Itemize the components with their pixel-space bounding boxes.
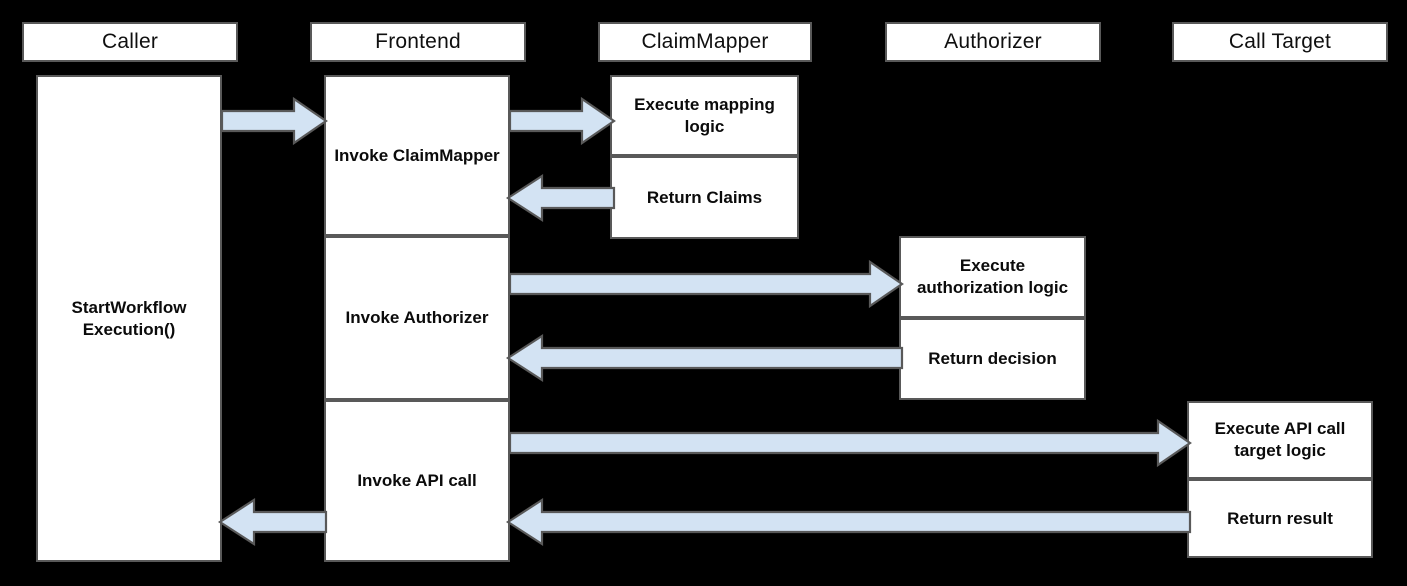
activation-calltarget-return-result[interactable]: Return result [1187, 479, 1373, 558]
activation-calltarget-execute-api-call-target-logic-label: Execute API call target logic [1214, 419, 1346, 460]
lifeline-header-claimmapper-label: ClaimMapper [641, 30, 769, 53]
activation-calltarget-return-result-label: Return result [1227, 508, 1333, 528]
lifeline-header-authorizer[interactable]: Authorizer [885, 22, 1101, 62]
lifeline-header-frontend-label: Frontend [375, 30, 461, 53]
message-arrow-calltarget-to-frontend[interactable] [505, 497, 1192, 547]
lifeline-header-caller-label: Caller [101, 30, 159, 53]
activation-claimmapper-execute-mapping-logic-label: Execute mapping logic [634, 94, 775, 136]
activation-authorizer-return-decision-label: Return decision [928, 349, 1057, 369]
lifeline-header-authorizer-label: Authorizer [944, 30, 1042, 53]
activation-frontend-invoke-claimmapper[interactable]: Invoke ClaimMapper [324, 75, 510, 236]
activation-authorizer-execute-authorization-logic-label: Execute authorization logic [916, 256, 1069, 297]
activation-claimmapper-execute-mapping-logic[interactable]: Execute mapping logic [610, 75, 799, 156]
activation-claimmapper-return-claims-label: Return Claims [646, 187, 763, 207]
activation-frontend-invoke-api-call[interactable]: Invoke API call [324, 400, 510, 562]
message-arrow-claimmapper-to-frontend[interactable] [505, 173, 616, 223]
message-arrow-caller-to-frontend[interactable] [220, 96, 328, 146]
lifeline-header-calltarget-label: Call Target [1228, 30, 1332, 53]
message-arrow-authorizer-to-frontend[interactable] [505, 333, 904, 383]
lifeline-header-calltarget[interactable]: Call Target [1172, 22, 1388, 62]
activation-caller-startworkflow-label: StartWorkflow Execution() [71, 297, 187, 339]
activation-frontend-invoke-authorizer-label: Invoke Authorizer [345, 308, 489, 328]
activation-calltarget-execute-api-call-target-logic[interactable]: Execute API call target logic [1187, 401, 1373, 479]
message-arrow-frontend-to-caller[interactable] [217, 497, 328, 547]
lifeline-header-claimmapper[interactable]: ClaimMapper [598, 22, 812, 62]
message-arrow-frontend-to-authorizer[interactable] [508, 259, 904, 309]
activation-authorizer-return-decision[interactable]: Return decision [899, 318, 1086, 400]
message-arrow-frontend-to-claimmapper[interactable] [508, 96, 616, 146]
lifeline-header-caller[interactable]: Caller [22, 22, 238, 62]
lifeline-header-frontend[interactable]: Frontend [310, 22, 526, 62]
activation-claimmapper-return-claims[interactable]: Return Claims [610, 156, 799, 239]
message-arrow-frontend-to-calltarget[interactable] [508, 418, 1192, 468]
activation-frontend-invoke-api-call-label: Invoke API call [357, 471, 477, 491]
activation-caller-startworkflow[interactable]: StartWorkflow Execution() [36, 75, 222, 562]
activation-frontend-invoke-authorizer[interactable]: Invoke Authorizer [324, 236, 510, 400]
activation-frontend-invoke-claimmapper-label: Invoke ClaimMapper [334, 145, 500, 165]
activation-authorizer-execute-authorization-logic[interactable]: Execute authorization logic [899, 236, 1086, 318]
